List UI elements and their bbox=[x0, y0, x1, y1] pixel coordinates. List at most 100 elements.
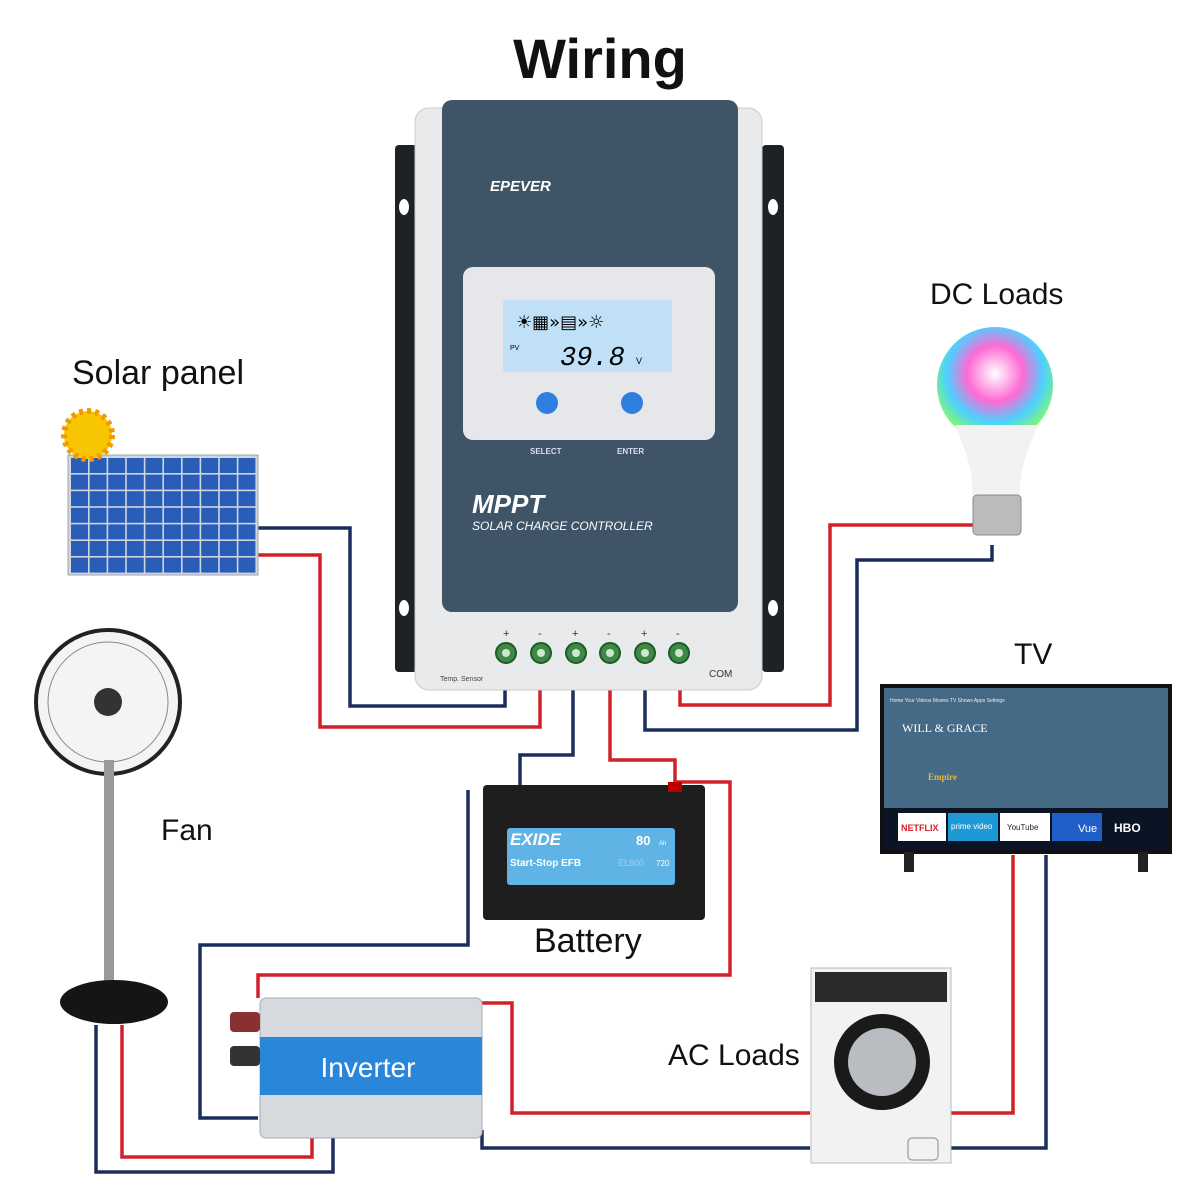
solar-cell bbox=[89, 507, 107, 523]
terminal-sign: - bbox=[676, 628, 680, 640]
solar-cell bbox=[182, 541, 200, 556]
fan-negative-wire bbox=[94, 1025, 335, 1174]
charge-controller bbox=[395, 100, 784, 691]
solar-cell bbox=[89, 458, 107, 473]
lcd-unit: V bbox=[636, 356, 642, 366]
solar-cell bbox=[126, 507, 144, 523]
solar-panel bbox=[61, 408, 259, 576]
enter-label: ENTER bbox=[617, 447, 644, 456]
solar-cell bbox=[238, 507, 256, 523]
solar-cell bbox=[145, 507, 163, 523]
inverter-label: Inverter bbox=[321, 1052, 416, 1083]
battery-negative-wire bbox=[518, 690, 575, 785]
solar-cell bbox=[108, 458, 126, 473]
solar-cell bbox=[108, 524, 126, 540]
battery-label: Battery bbox=[534, 922, 642, 960]
app-netflix: NETFLIX bbox=[901, 823, 939, 833]
solar-cell bbox=[201, 458, 219, 473]
solar-cell bbox=[71, 541, 88, 556]
solar-cell bbox=[219, 524, 237, 540]
solar-panel-label: Solar panel bbox=[72, 354, 245, 392]
wires bbox=[94, 523, 1048, 1174]
solar-cell bbox=[238, 474, 256, 490]
solar-cell bbox=[71, 557, 88, 573]
ac-negative-wire bbox=[480, 1130, 810, 1150]
solar-negative-wire bbox=[258, 526, 507, 708]
solar-cell bbox=[108, 557, 126, 573]
app-prime-video: prime video bbox=[951, 822, 993, 831]
solar-cell bbox=[164, 491, 181, 507]
solar-cell bbox=[89, 474, 107, 490]
lcd-solar-panel-icon: ☀▦»▤»☼ bbox=[516, 312, 604, 333]
ac-positive-wire bbox=[482, 1001, 810, 1115]
diagram-title: Wiring bbox=[513, 27, 687, 90]
inverter bbox=[230, 997, 483, 1139]
solar-cell bbox=[126, 557, 144, 573]
tv-negative-wire bbox=[950, 855, 1048, 1150]
solar-cell bbox=[201, 524, 219, 540]
battery-cca: 720 bbox=[656, 859, 670, 868]
brand-logo: EPEVER bbox=[490, 178, 551, 195]
solar-cell bbox=[219, 491, 237, 507]
solar-cell bbox=[89, 491, 107, 507]
solar-cell bbox=[145, 524, 163, 540]
enter-button bbox=[621, 392, 643, 414]
solar-cell bbox=[182, 524, 200, 540]
solar-cell bbox=[182, 458, 200, 473]
battery-brand: EXIDE bbox=[510, 830, 562, 849]
tv-feature-title: WILL & GRACE bbox=[902, 721, 988, 735]
terminal-sign: + bbox=[641, 628, 647, 640]
tv-positive-wire bbox=[950, 855, 1015, 1115]
dc-load-negative-wire bbox=[643, 545, 994, 732]
solar-cell bbox=[145, 557, 163, 573]
solar-cell bbox=[108, 491, 126, 507]
terminal-sign: - bbox=[538, 628, 542, 640]
solar-cell bbox=[201, 557, 219, 573]
solar-cell bbox=[238, 557, 256, 573]
solar-cell bbox=[219, 541, 237, 556]
solar-cell bbox=[219, 458, 237, 473]
app-vue: Vue bbox=[1078, 823, 1097, 835]
app-youtube: YouTube bbox=[1007, 823, 1039, 832]
bulb bbox=[937, 327, 1053, 536]
solar-cell bbox=[108, 541, 126, 556]
battery bbox=[483, 782, 705, 920]
terminal-sign: - bbox=[607, 628, 611, 640]
inverter-negative-wire bbox=[198, 790, 470, 1120]
solar-cell bbox=[108, 474, 126, 490]
solar-cell bbox=[238, 458, 256, 473]
ac-loads-label: AC Loads bbox=[668, 1039, 800, 1072]
tv-label: TV bbox=[1014, 638, 1053, 671]
washing-machine bbox=[810, 967, 952, 1164]
solar-cell bbox=[145, 491, 163, 507]
solar-cell bbox=[71, 524, 88, 540]
solar-cell bbox=[126, 474, 144, 490]
solar-cell bbox=[164, 507, 181, 523]
solar-cell bbox=[71, 458, 88, 473]
battery-code: EL800 bbox=[618, 858, 644, 868]
solar-cell bbox=[182, 557, 200, 573]
solar-cell bbox=[182, 474, 200, 490]
solar-cell bbox=[145, 458, 163, 473]
solar-cell bbox=[238, 524, 256, 540]
solar-cell bbox=[164, 458, 181, 473]
solar-cell bbox=[182, 507, 200, 523]
solar-cell bbox=[71, 507, 88, 523]
solar-cell bbox=[126, 458, 144, 473]
battery-capacity-unit: Ah bbox=[659, 841, 666, 847]
model-subtitle: SOLAR CHARGE CONTROLLER bbox=[472, 519, 653, 533]
solar-cell bbox=[89, 541, 107, 556]
solar-cell bbox=[89, 524, 107, 540]
solar-cell bbox=[71, 491, 88, 507]
app-hbo: HBO bbox=[1114, 821, 1141, 835]
select-label: SELECT bbox=[530, 447, 562, 456]
dc-load-positive-wire bbox=[678, 523, 975, 707]
tv bbox=[880, 684, 1172, 872]
solar-cell bbox=[164, 557, 181, 573]
terminal-sign: + bbox=[503, 628, 509, 640]
terminal-sign: + bbox=[572, 628, 578, 640]
solar-cell bbox=[201, 491, 219, 507]
solar-cell bbox=[126, 524, 144, 540]
solar-cell bbox=[219, 557, 237, 573]
solar-cell bbox=[238, 491, 256, 507]
